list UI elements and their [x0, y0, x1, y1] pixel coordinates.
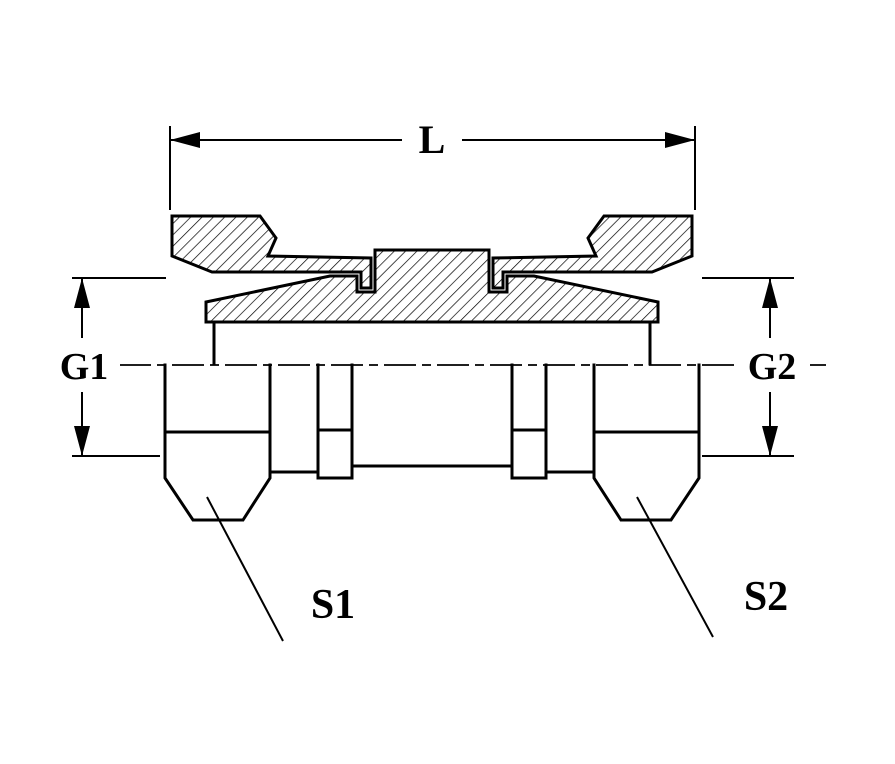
right-hex-nut-outline [592, 363, 701, 522]
dim-G2-label-mask [734, 340, 810, 388]
dim-G1-label: G1 [60, 346, 109, 388]
dim-G1-label-mask [48, 340, 120, 388]
dimension-L: L [169, 117, 696, 210]
center-body-section [204, 248, 660, 324]
leader-S1-label: S1 [311, 582, 355, 628]
dim-G1-arrow-down [74, 426, 90, 456]
leader-S2-line [636, 496, 714, 638]
right-swivel-nut-section [491, 214, 694, 290]
dim-L-label: L [419, 117, 446, 162]
dimension-G1: G1 [48, 277, 166, 457]
dim-G2-label: G2 [748, 346, 797, 388]
external-view-lower [163, 363, 701, 522]
dimension-G2: G2 [702, 277, 810, 457]
leader-S1-line [206, 496, 284, 642]
leader-S2: S2 [636, 496, 788, 638]
dim-G2-arrow-down [762, 426, 778, 456]
section-view-upper [170, 214, 694, 366]
left-swivel-nut-section [170, 214, 373, 290]
leader-S1: S1 [206, 496, 355, 642]
dim-L-arrow-right [665, 132, 695, 148]
dim-G1-arrow-up [74, 278, 90, 308]
dim-L-arrow-left [170, 132, 200, 148]
left-hex-nut-outline [163, 363, 272, 522]
dim-G2-arrow-up [762, 278, 778, 308]
leader-S2-label: S2 [744, 574, 788, 620]
